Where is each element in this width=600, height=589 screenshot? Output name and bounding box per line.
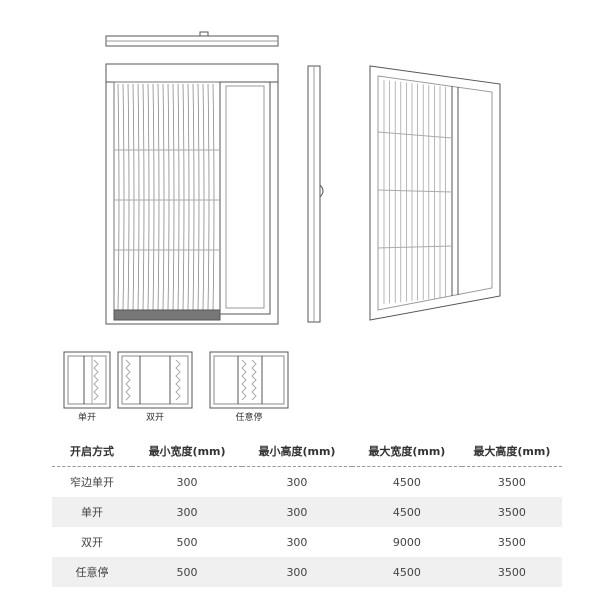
pleat-line <box>172 83 175 311</box>
header-max-height: 最大高度(mm) <box>473 445 551 458</box>
table-cell: 500 <box>176 535 198 549</box>
header-min-height: 最小高度(mm) <box>258 445 336 458</box>
table-cell: 300 <box>286 475 308 489</box>
table-cell: 4500 <box>351 557 462 587</box>
caption-any-stop: 任意停 <box>235 413 263 423</box>
table-row: 单开 300 300 4500 3500 <box>52 497 562 527</box>
table-cell: 3500 <box>497 535 526 549</box>
table-cell: 300 <box>132 497 242 527</box>
table-cell: 300 <box>176 475 198 489</box>
caption-single: 单开 <box>77 413 96 423</box>
pleat-line <box>117 83 120 311</box>
pleat-line <box>162 83 165 311</box>
table-cell: 3500 <box>461 497 562 527</box>
pleat-line <box>157 83 160 311</box>
table-row: 双开 500 300 9000 3500 <box>52 527 562 557</box>
header-min-width: 最小宽度(mm) <box>148 445 226 458</box>
thumbnail-single <box>63 351 111 409</box>
pleat-line <box>212 83 215 311</box>
table-row: 任意停 500 300 4500 3500 <box>52 557 562 587</box>
table-cell: 9000 <box>392 535 421 549</box>
table-cell: 3500 <box>497 475 526 489</box>
table-cell: 300 <box>242 497 352 527</box>
header-bar-drawing <box>105 31 279 47</box>
table-cell: 窄边单开 <box>70 476 115 489</box>
pleat-line <box>147 83 150 311</box>
table-cell: 300 <box>286 535 308 549</box>
pleat-line <box>207 83 210 311</box>
caption-double: 双开 <box>145 413 164 423</box>
pleat-line <box>122 83 125 311</box>
pleat-line <box>182 83 185 311</box>
table-cell: 300 <box>242 557 352 587</box>
pleat-line <box>152 83 155 311</box>
table-row: 窄边单开 300 300 4500 3500 <box>52 467 562 498</box>
pleat-line <box>137 83 140 311</box>
table-cell: 4500 <box>392 475 421 489</box>
front-elevation-drawing <box>105 63 279 325</box>
table-cell: 500 <box>132 557 242 587</box>
pleat-line <box>202 83 205 311</box>
table-cell: 3500 <box>461 557 562 587</box>
pleat-line <box>127 83 130 311</box>
product-drawings <box>63 31 501 409</box>
pleat-line <box>187 83 190 311</box>
pleat-line <box>142 83 145 311</box>
table-cell: 4500 <box>351 497 462 527</box>
header-max-width: 最大宽度(mm) <box>368 445 446 458</box>
side-section-drawing <box>307 65 324 323</box>
table-cell: 单开 <box>52 497 133 527</box>
spec-table-header: 开启方式 最小宽度(mm) 最小高度(mm) 最大宽度(mm) 最大高度(mm) <box>52 436 562 467</box>
perspective-drawing <box>369 65 501 321</box>
header-opening-method: 开启方式 <box>70 445 115 458</box>
thumbnail-double <box>117 351 193 409</box>
table-cell: 双开 <box>81 536 104 549</box>
table-cell: 任意停 <box>52 557 133 587</box>
pleat-line <box>192 83 195 311</box>
thumbnail-any-stop <box>209 351 289 409</box>
pleat-line <box>197 83 200 311</box>
pleat-line <box>167 83 170 311</box>
pleat-line <box>177 83 180 311</box>
spec-table: 开启方式 最小宽度(mm) 最小高度(mm) 最大宽度(mm) 最大高度(mm)… <box>52 436 562 587</box>
pleat-line <box>132 83 135 311</box>
